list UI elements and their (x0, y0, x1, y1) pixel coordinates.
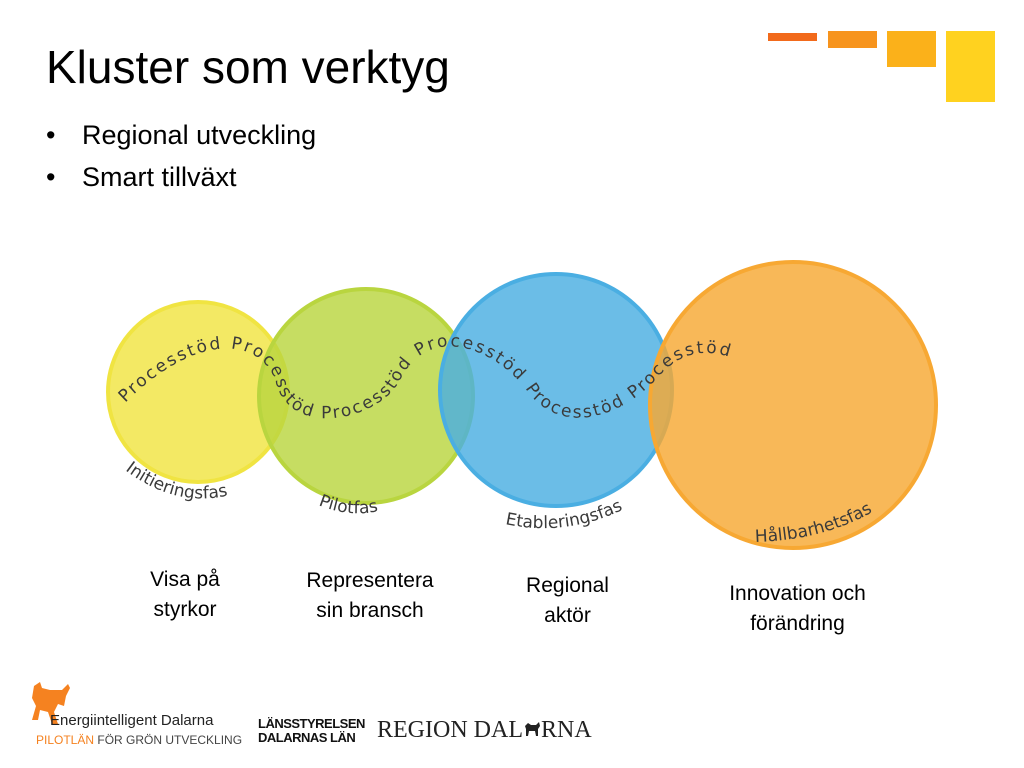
deco-square-1 (768, 33, 817, 41)
bullet-list: • Regional utveckling • Smart tillväxt (46, 114, 316, 198)
phase-circle-4 (648, 260, 938, 550)
energi-subtitle: PILOTLÄN FÖR GRÖN UTVECKLING (36, 733, 242, 747)
caption-initieringsfas: Visa på styrkor (150, 568, 220, 621)
lansstyrelsen-line2: DALARNAS LÄN (258, 730, 356, 745)
region-text-right: RNA (540, 717, 592, 743)
caption-hallbarhetsfas: Innovation och förändring (729, 582, 866, 635)
dala-horse-icon (524, 722, 540, 736)
energi-name: Energiintelligent Dalarna (50, 712, 214, 729)
caption-pilotfas: Representera sin bransch (306, 569, 434, 622)
bullet-item: • Smart tillväxt (46, 156, 316, 198)
lansstyrelsen-line1: LÄNSSTYRELSEN (258, 716, 365, 731)
bullet-dot: • (46, 162, 56, 192)
slide-title: Kluster som verktyg (46, 41, 450, 93)
deco-square-3 (887, 31, 936, 67)
region-text-left: REGION DAL (377, 717, 523, 743)
deco-square-2 (828, 31, 877, 48)
horse-logo-icon (32, 682, 70, 724)
energi-subtitle-rest: FÖR GRÖN UTVECKLING (94, 733, 243, 747)
region-dalarna-logo: REGION DAL RNA (377, 717, 592, 744)
bullet-text: Smart tillväxt (82, 162, 237, 192)
bullet-item: • Regional utveckling (46, 114, 316, 156)
bullet-dot: • (46, 120, 56, 150)
bullet-text: Regional utveckling (82, 120, 317, 150)
caption-etableringsfas: Regional aktör (526, 574, 609, 627)
deco-square-4 (946, 31, 995, 102)
energi-subtitle-highlight: PILOTLÄN (36, 733, 95, 747)
